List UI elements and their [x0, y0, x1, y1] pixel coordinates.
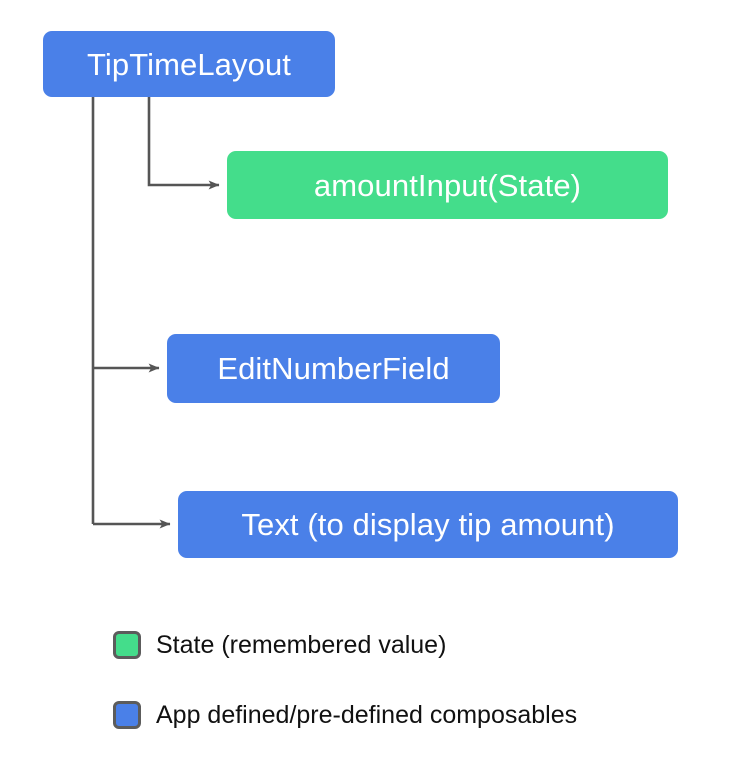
- node-textdisplay-label: Text (to display tip amount): [241, 507, 615, 542]
- node-amountinput-label: amountInput(State): [313, 167, 582, 203]
- node-amountinput[interactable]: amountInput(State): [227, 151, 668, 219]
- legend-swatch-composable: [113, 701, 141, 729]
- legend-label-composable: App defined/pre-defined composables: [156, 700, 578, 729]
- legend-label-state: State (remembered value): [156, 630, 447, 659]
- legend: State (remembered value) App defined/pre…: [113, 622, 673, 738]
- node-editnumberfield-label: EditNumberField: [217, 351, 450, 386]
- legend-swatch-state: [113, 631, 141, 659]
- legend-item-state: State (remembered value): [113, 622, 673, 668]
- legend-item-composable: App defined/pre-defined composables: [113, 692, 673, 738]
- node-tiptimelayout[interactable]: TipTimeLayout: [43, 31, 335, 97]
- node-tiptimelayout-label: TipTimeLayout: [86, 46, 292, 82]
- node-textdisplay[interactable]: Text (to display tip amount): [178, 491, 678, 558]
- node-editnumberfield[interactable]: EditNumberField: [167, 334, 500, 403]
- edge-tiptimelayout-to-amountinput: [147, 97, 220, 190]
